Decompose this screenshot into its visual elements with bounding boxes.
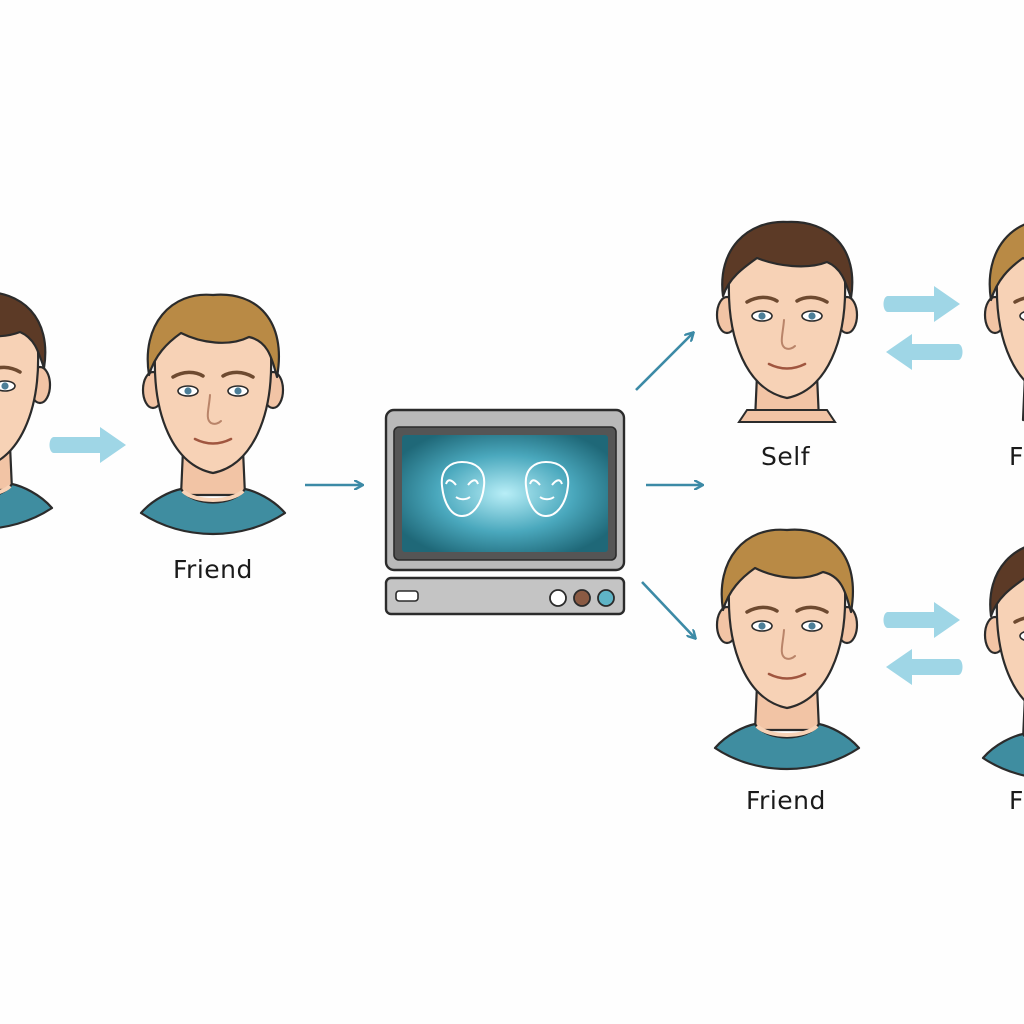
label-friend-bottom: Friend [746,786,826,815]
partial-face-right-top [983,218,1024,422]
label-edge-bottom: F [1009,786,1024,815]
double-arrow-icon-top [883,286,963,370]
light-arrow-left [49,427,126,463]
face-recognition-monitor-icon [384,408,626,616]
arrow-to-friend-bottom [641,581,695,638]
partial-face-left [0,290,54,531]
double-arrow-icon-bottom [883,602,963,685]
self-face [715,220,859,423]
arrow-to-self [635,333,693,391]
label-edge-top: F [1009,442,1024,471]
friend-face-left [139,293,287,536]
label-self: Self [761,442,810,471]
partial-face-right-bottom [981,540,1024,781]
friend-face-bottom [713,528,861,771]
label-friend-left: Friend [173,555,253,584]
